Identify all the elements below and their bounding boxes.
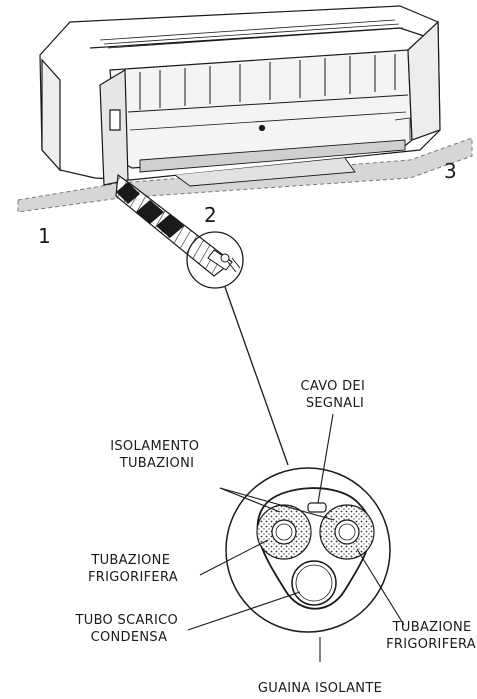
cross-section	[225, 467, 391, 633]
condensate-drain-label: TUBO SCARICO CONDENSA	[75, 613, 183, 645]
callout-1: 1	[38, 224, 51, 248]
callout-3: 3	[444, 159, 457, 183]
rear-ribs	[139, 54, 396, 110]
signal-cable-label: CAVO DEI SEGNALI	[300, 379, 369, 411]
pipe-bundle	[115, 173, 241, 277]
refrigerant-pipe-left-label: TUBAZIONE FRIGORIFERA	[88, 553, 178, 585]
pipe-insulation-label: ISOLAMENTO TUBAZIONI	[110, 439, 204, 471]
right-refrigerant-pipe	[334, 519, 360, 545]
detail-marker-circle	[186, 231, 244, 289]
refrigerant-pipe-right-label: TUBAZIONE FRIGORIFERA	[386, 620, 476, 652]
indoor-unit	[39, 5, 441, 187]
drain-pipe	[291, 560, 337, 606]
callout-2: 2	[204, 203, 217, 227]
top-grille	[99, 19, 404, 49]
label-leaders	[187, 413, 405, 662]
left-refrigerant-pipe	[271, 519, 297, 545]
insulating-sheath-label: GUAINA ISOLANTE	[258, 681, 382, 696]
detail-leader-line	[224, 286, 289, 466]
signal-cable	[307, 502, 327, 513]
